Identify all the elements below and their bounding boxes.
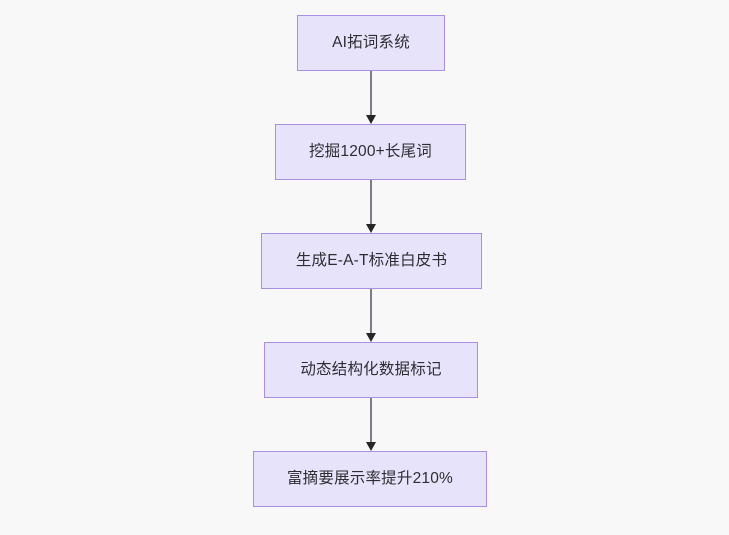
flow-node-label: 富摘要展示率提升210% [286, 470, 454, 488]
arrowhead-icon [366, 333, 376, 342]
flow-edge-2-3 [362, 180, 380, 233]
flow-node-label: 生成E-A-T标准白皮书 [295, 252, 448, 270]
edge-line [370, 289, 372, 334]
flow-node-generate-eat-whitepaper[interactable]: 生成E-A-T标准白皮书 [261, 233, 482, 289]
edge-line [370, 180, 372, 225]
edge-line [370, 398, 372, 443]
flow-edge-4-5 [362, 398, 380, 451]
flow-edge-1-2 [362, 71, 380, 124]
flow-node-label: AI拓词系统 [332, 34, 410, 52]
flow-edge-3-4 [362, 289, 380, 342]
flow-node-rich-snippet-rate-increase[interactable]: 富摘要展示率提升210% [253, 451, 487, 507]
arrowhead-icon [366, 224, 376, 233]
flow-node-label: 动态结构化数据标记 [300, 361, 442, 379]
arrowhead-icon [366, 115, 376, 124]
flow-node-ai-keyword-system[interactable]: AI拓词系统 [297, 15, 445, 71]
flow-node-dynamic-structured-data-markup[interactable]: 动态结构化数据标记 [264, 342, 478, 398]
flow-node-label: 挖掘1200+长尾词 [308, 143, 433, 161]
edge-line [370, 71, 372, 116]
arrowhead-icon [366, 442, 376, 451]
flow-node-mine-longtail-keywords[interactable]: 挖掘1200+长尾词 [275, 124, 466, 180]
